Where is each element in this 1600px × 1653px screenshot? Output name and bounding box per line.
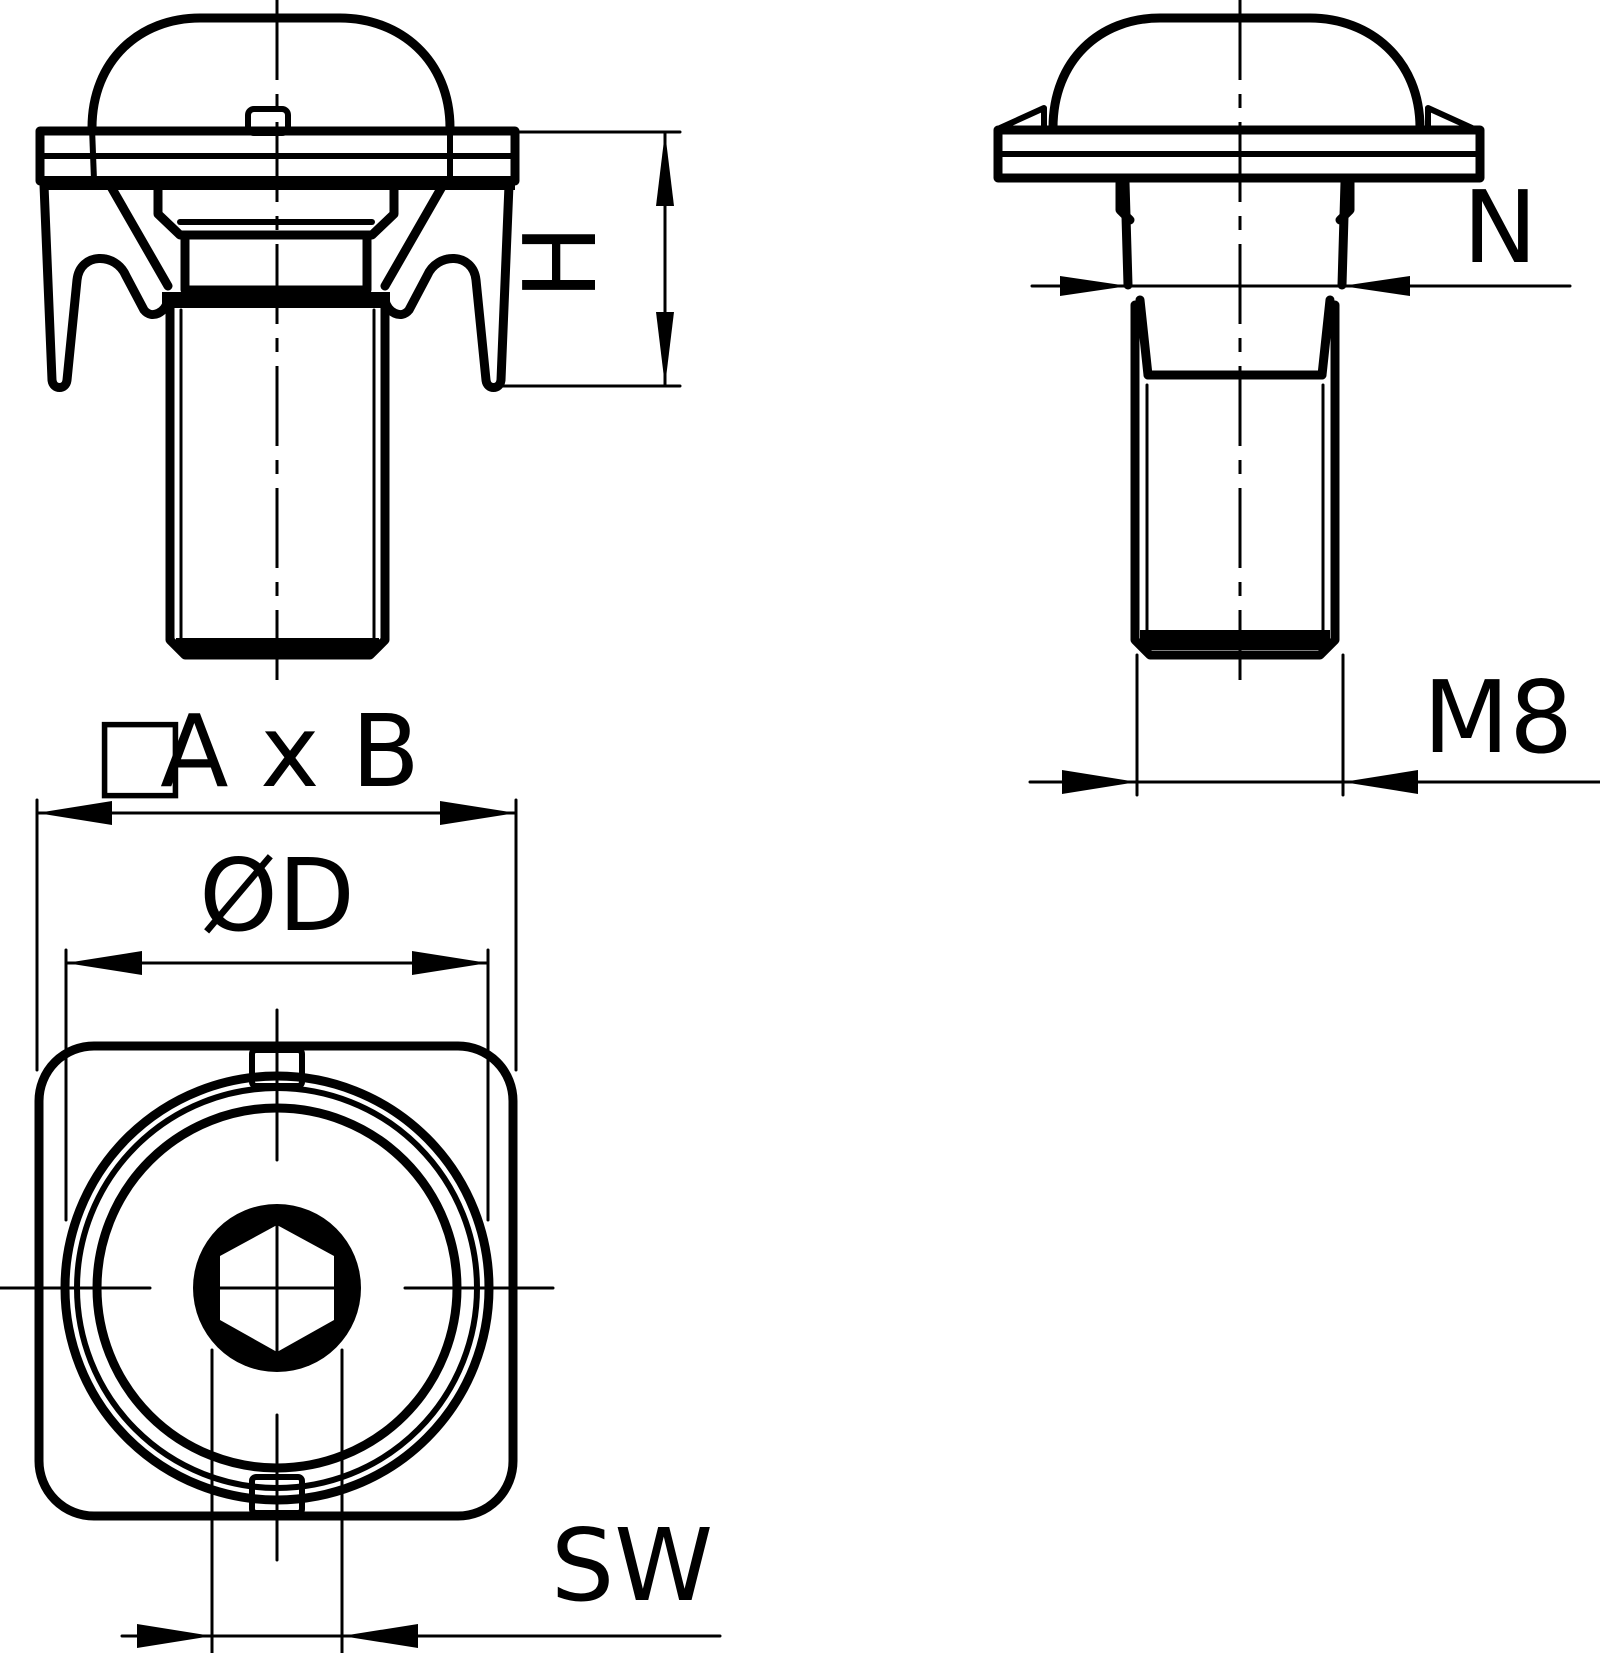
shaft — [165, 303, 390, 660]
neck — [1120, 177, 1350, 290]
dome-head — [87, 13, 455, 133]
arrow-left-icon — [1342, 276, 1410, 296]
top-view: □ A x B ØD — [0, 693, 722, 1653]
arrow-right-icon — [1060, 276, 1128, 296]
label-square-symbol: □ — [93, 693, 187, 810]
arrow-left-icon — [1343, 770, 1418, 794]
shaft — [1130, 300, 1340, 660]
arrow-up-icon — [656, 132, 674, 206]
arrow-right-icon — [412, 951, 488, 975]
dome-head — [1048, 13, 1425, 133]
label-height: H — [502, 224, 619, 299]
side-view: N M8 — [993, 0, 1600, 797]
arrow-right-icon — [1062, 770, 1137, 794]
arrow-down-icon — [656, 312, 674, 386]
label-square-size: A x B — [160, 693, 420, 810]
arrow-right-icon — [137, 1624, 212, 1648]
clip-leg-right — [380, 180, 514, 392]
arrow-left-icon — [66, 951, 142, 975]
label-neck: N — [1463, 169, 1538, 286]
clip-leg-left — [39, 180, 173, 392]
label-wrench-size: SW — [551, 1507, 713, 1624]
label-thread: M8 — [1423, 659, 1573, 776]
front-view: H — [35, 0, 682, 680]
arrow-left-icon — [37, 801, 112, 825]
arrow-right-icon — [440, 801, 516, 825]
label-diameter: ØD — [199, 837, 355, 954]
arrow-left-icon — [342, 1624, 418, 1648]
